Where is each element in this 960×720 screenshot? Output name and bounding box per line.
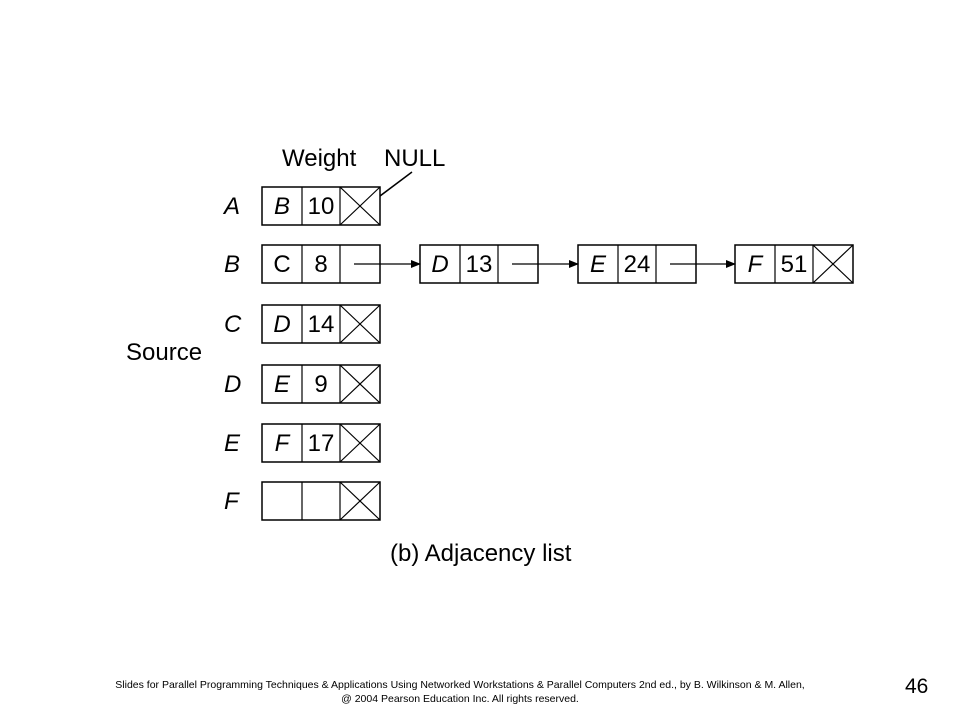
footer-line-2: @ 2004 Pearson Education Inc. All rights… [341,693,579,705]
page-number: 46 [905,675,929,698]
footer-line-1: Slides for Parallel Programming Techniqu… [115,679,805,691]
vertex-label: B [224,251,240,278]
null-pointer-cross [339,186,381,226]
node-destination: C [273,251,290,278]
null-pointer-cross [339,481,381,521]
null-pointer-cross [339,364,381,404]
list-node: E 24 [577,244,736,284]
node-destination: E [590,251,607,278]
null-header: NULL [384,145,445,172]
node-box [261,304,381,344]
node-weight: 8 [314,251,327,278]
node-destination: D [273,311,290,338]
vertex-label: F [224,488,240,515]
list-node: B 10 [261,186,381,226]
adjacency-row: C D 14 [224,304,381,344]
list-node: D 13 [419,244,579,284]
node-weight: 9 [314,371,327,398]
vertex-label: A [222,193,240,220]
list-node [261,481,381,521]
diagram-caption: (b) Adjacency list [390,540,572,567]
null-pointer-cross [339,423,381,463]
node-box [261,423,381,463]
node-box [734,244,854,284]
node-weight: 14 [308,311,335,338]
node-destination: E [274,371,291,398]
vertex-label: D [224,371,241,398]
node-weight: 17 [308,430,335,457]
null-pointer-cross [812,244,854,284]
node-destination: F [275,430,291,457]
vertex-label: E [224,430,241,457]
adjacency-row: F [224,481,381,521]
node-box [261,481,381,521]
null-pointer-cross [339,304,381,344]
node-weight: 24 [624,251,651,278]
node-destination: B [274,193,290,220]
null-pointer-line [379,171,413,197]
node-box [261,364,381,404]
node-weight: 10 [308,193,335,220]
list-node: D 14 [261,304,381,344]
node-weight: 13 [466,251,493,278]
weight-header: Weight [282,145,357,172]
node-weight: 51 [781,251,808,278]
node-box [261,186,381,226]
node-destination: F [748,251,764,278]
source-label: Source [126,339,202,366]
adjacency-row: A B 10 [222,186,381,226]
slide-footer: Slides for Parallel Programming Techniqu… [40,678,880,706]
list-node: F 17 [261,423,381,463]
vertex-label: C [224,311,242,338]
list-node: F 51 [734,244,854,284]
adjacency-row: E F 17 [224,423,381,463]
node-destination: D [431,251,448,278]
